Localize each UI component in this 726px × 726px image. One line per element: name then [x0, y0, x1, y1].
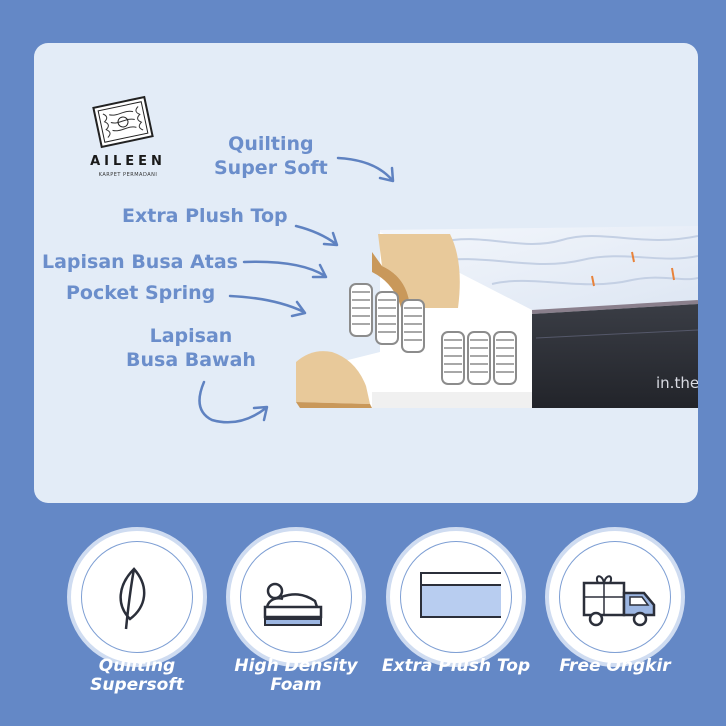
feature-label-line: Foam	[270, 675, 322, 695]
callout-busa-atas: Lapisan Busa Atas	[42, 250, 238, 274]
mattress-layer-icon	[420, 572, 501, 618]
callout-line: Lapisan	[149, 325, 233, 347]
callout-line: Pocket Spring	[66, 282, 216, 304]
callout-busa-bawah: Lapisan Busa Bawah	[126, 324, 256, 372]
feature-badge	[226, 527, 366, 667]
feature-label: Free Ongkir	[522, 657, 708, 676]
feature-label-line: Extra Plush Top	[381, 656, 531, 676]
callout-line: Extra Plush Top	[122, 205, 288, 227]
brand-logo: AILEEN KARPET PERMADANI	[74, 94, 182, 184]
foam-icon	[263, 582, 323, 626]
feature-free-ongkir: Free Ongkir	[542, 527, 688, 707]
feature-label-line: Free Ongkir	[559, 656, 671, 676]
mattress-cutaway-illustration: in.the	[296, 226, 698, 408]
callout-line: Quilting	[228, 133, 314, 155]
feature-badge	[67, 527, 207, 667]
feature-label: Extra Plush Top	[363, 657, 549, 676]
feature-label: High Density Foam	[203, 657, 389, 695]
feature-label-line: Supersoft	[90, 675, 184, 695]
carpet-icon	[92, 95, 154, 149]
callout-line: Super Soft	[214, 157, 328, 179]
callout-plush-top: Extra Plush Top	[122, 204, 288, 228]
feature-label-line: Quilting	[98, 656, 176, 676]
brand-tagline: KARPET PERMADANI	[98, 172, 158, 178]
callout-pocket-spring: Pocket Spring	[66, 281, 215, 305]
callout-quilting: Quilting Super Soft	[214, 132, 328, 180]
leaf-icon	[119, 567, 146, 630]
callout-line: Busa Bawah	[126, 349, 256, 371]
feature-extra-plush-top: Extra Plush Top	[382, 527, 530, 707]
feature-label-line: High Density	[234, 656, 358, 676]
feature-high-density-foam: High Density Foam	[223, 527, 369, 707]
mattress-print-text: in.the	[656, 374, 698, 392]
delivery-truck-icon	[582, 575, 656, 627]
brand-name: AILEEN	[90, 154, 166, 169]
callout-line: Lapisan Busa Atas	[42, 251, 238, 273]
feature-label: Quilting Supersoft	[44, 657, 230, 695]
feature-quilting-supersoft: Quilting Supersoft	[64, 527, 210, 707]
